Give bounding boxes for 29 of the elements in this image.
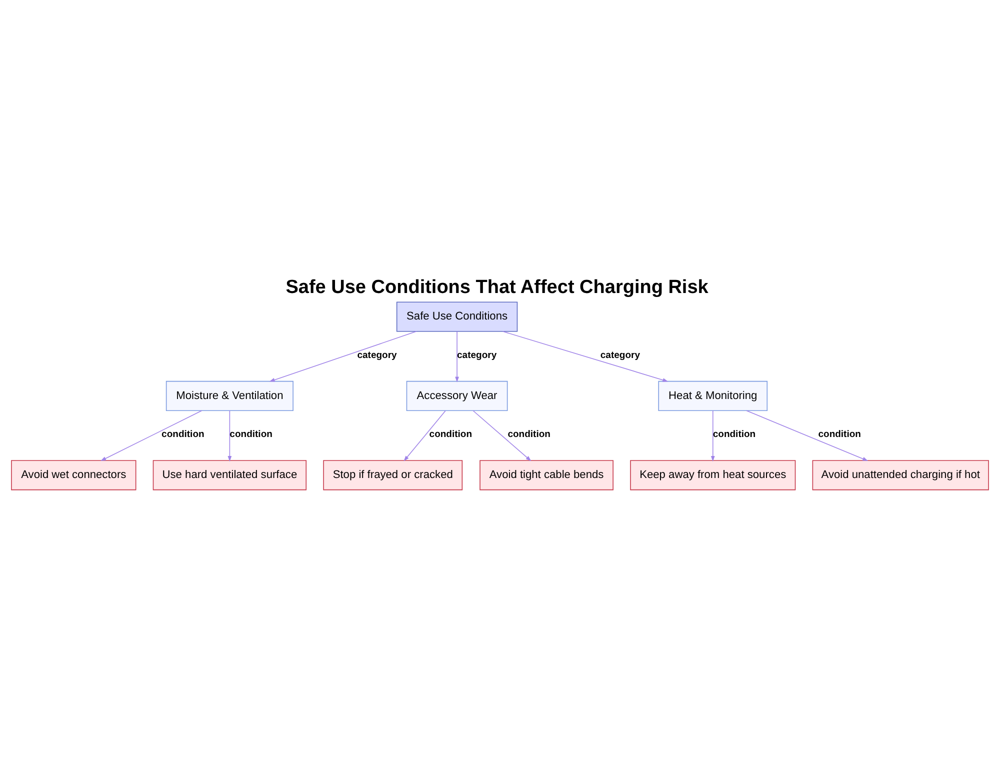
node-box: Use hard ventilated surface (152, 460, 307, 490)
node-box: Accessory Wear (406, 380, 508, 412)
edge-label: condition (429, 429, 472, 440)
node-box: Avoid wet connectors (11, 460, 136, 490)
edge-label: category (600, 350, 640, 362)
edge-label: condition (230, 429, 272, 440)
edge-label: condition (508, 429, 550, 440)
node-box: Moisture & Ventilation (166, 380, 294, 412)
arrow (100, 410, 202, 462)
arrow (502, 331, 668, 382)
arrow (404, 410, 446, 462)
node-box: Avoid unattended charging if hot (812, 460, 989, 490)
arrow (472, 410, 532, 462)
node-box: Safe Use Conditions (396, 302, 518, 332)
arrow (228, 410, 232, 462)
arrow (746, 410, 868, 461)
edge-label: condition (712, 429, 756, 440)
node-box: Avoid tight cable bends (480, 460, 614, 490)
arrow (710, 410, 715, 462)
node-box: Keep away from heat sources (630, 460, 796, 490)
arrow (269, 331, 417, 382)
node-box: Stop if frayed or cracked (323, 460, 463, 490)
edge-label: condition (162, 429, 204, 440)
edge-label: category (457, 350, 497, 362)
arrow (455, 331, 459, 382)
edge-label: condition (818, 429, 861, 440)
node-box: Heat & Monitoring (658, 380, 768, 412)
diagram-title: Safe Use Conditions That Affect Charging Risk (286, 276, 708, 298)
edge-label: category (357, 350, 397, 362)
